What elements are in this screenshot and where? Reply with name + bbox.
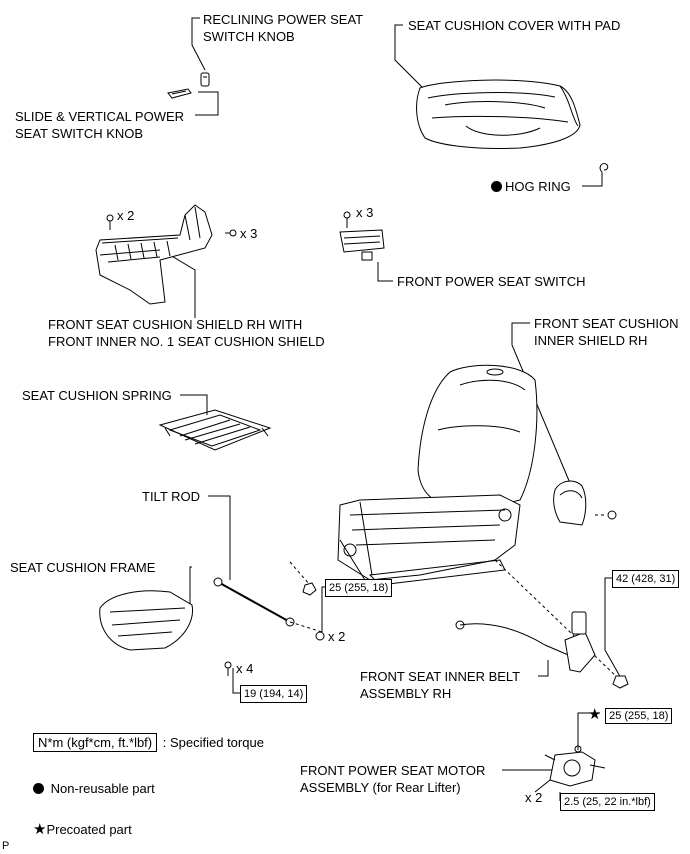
leader-hog-ring bbox=[582, 172, 603, 187]
label-cushion-spring: SEAT CUSHION SPRING bbox=[22, 388, 172, 403]
label-cushion-cover: SEAT CUSHION COVER WITH PAD bbox=[408, 18, 621, 33]
leader-cushion-spring bbox=[180, 394, 208, 415]
legend-precoated: ★Precoated part bbox=[33, 820, 132, 838]
label-power-switch: FRONT POWER SEAT SWITCH bbox=[397, 274, 586, 289]
legend-torque: N*m (kgf*cm, ft.*lbf) : Specified torque bbox=[33, 733, 264, 752]
qty-shield-screws: x 2 bbox=[117, 208, 135, 223]
tilt-rod-drawing bbox=[213, 561, 325, 641]
cushion-frame-drawing bbox=[99, 590, 232, 676]
corner-mark: P bbox=[2, 840, 10, 852]
precoated-star-icon: ★ bbox=[588, 706, 602, 723]
motor-drawing bbox=[534, 745, 606, 793]
leader-motor-torque-top bbox=[577, 712, 600, 750]
torque-frame: 19 (194, 14) bbox=[240, 685, 308, 703]
legend-star-icon: ★ bbox=[33, 821, 47, 838]
leader-power-switch bbox=[377, 262, 393, 282]
label-tilt-rod: TILT ROD bbox=[142, 489, 201, 504]
non-reusable-dot-icon bbox=[491, 181, 502, 192]
cushion-spring-drawing bbox=[158, 409, 272, 451]
inner-shield-drawing bbox=[553, 480, 617, 526]
torque-motor-top: ★ 25 (255, 18) bbox=[588, 705, 673, 724]
label-hog-ring: HOG RING bbox=[491, 178, 571, 195]
qty-shield-bolts: x 3 bbox=[240, 226, 258, 241]
label-slide-knob: SLIDE & VERTICAL POWER SEAT SWITCH KNOB bbox=[15, 109, 185, 141]
qty-tilt-rod-bolts: x 2 bbox=[328, 629, 346, 644]
leader-belt-torque bbox=[604, 577, 623, 681]
torque-tilt-rod: 25 (255, 18) bbox=[325, 579, 393, 597]
legend-dot-icon bbox=[33, 783, 44, 794]
leader-reclining-knob bbox=[191, 17, 206, 71]
hog-ring-text: HOG RING bbox=[505, 179, 571, 194]
leader-inner-belt bbox=[538, 660, 549, 677]
leader-tilt-rod bbox=[208, 495, 231, 580]
leader-cushion-cover bbox=[394, 24, 431, 96]
label-inner-shield: FRONT SEAT CUSHION INNER SHIELD RH bbox=[534, 316, 679, 348]
reclining-knob-drawing bbox=[200, 72, 210, 87]
cushion-cover-drawing bbox=[416, 79, 581, 149]
legend-torque-desc: : Specified torque bbox=[162, 735, 264, 750]
legend-precoated-text: Precoated part bbox=[46, 822, 132, 837]
label-motor: FRONT POWER SEAT MOTOR ASSEMBLY (for Rea… bbox=[300, 763, 486, 795]
qty-frame-bolts: x 4 bbox=[236, 661, 254, 676]
slide-knob-drawing bbox=[167, 88, 192, 99]
torque-motor-top-value: 25 (255, 18) bbox=[605, 708, 673, 724]
legend-non-reusable: Non-reusable part bbox=[33, 781, 155, 796]
leader-slide-knob bbox=[195, 91, 219, 116]
leader-frame-torque bbox=[232, 668, 240, 694]
leader-inner-shield bbox=[511, 322, 576, 496]
qty-switch-screws: x 3 bbox=[356, 205, 374, 220]
leader-tilt-torque bbox=[321, 586, 325, 632]
qty-motor-bolts: x 2 bbox=[525, 790, 543, 805]
legend-torque-unit: N*m (kgf*cm, ft.*lbf) bbox=[33, 733, 158, 752]
label-reclining-knob: RECLINING POWER SEAT SWITCH KNOB bbox=[203, 12, 363, 44]
leader-cushion-frame bbox=[189, 566, 192, 620]
label-inner-belt: FRONT SEAT INNER BELT ASSEMBLY RH bbox=[360, 669, 520, 701]
torque-motor-bottom: 2.5 (25, 22 in.*lbf) bbox=[560, 793, 655, 811]
hog-ring-drawing bbox=[599, 163, 609, 173]
leader-motor bbox=[502, 762, 561, 771]
leader-cushion-shield bbox=[164, 251, 196, 318]
torque-belt: 42 (428, 31) bbox=[612, 570, 680, 588]
power-switch-drawing bbox=[339, 211, 385, 261]
label-cushion-frame: SEAT CUSHION FRAME bbox=[10, 560, 156, 575]
legend-non-reusable-text: Non-reusable part bbox=[50, 781, 155, 796]
label-cushion-shield: FRONT SEAT CUSHION SHIELD RH WITH FRONT … bbox=[48, 317, 325, 349]
leader-lines bbox=[164, 17, 623, 801]
seat-assembly-drawing bbox=[337, 364, 621, 681]
inner-belt-drawing bbox=[455, 611, 629, 689]
cushion-shield-drawing bbox=[95, 204, 237, 305]
